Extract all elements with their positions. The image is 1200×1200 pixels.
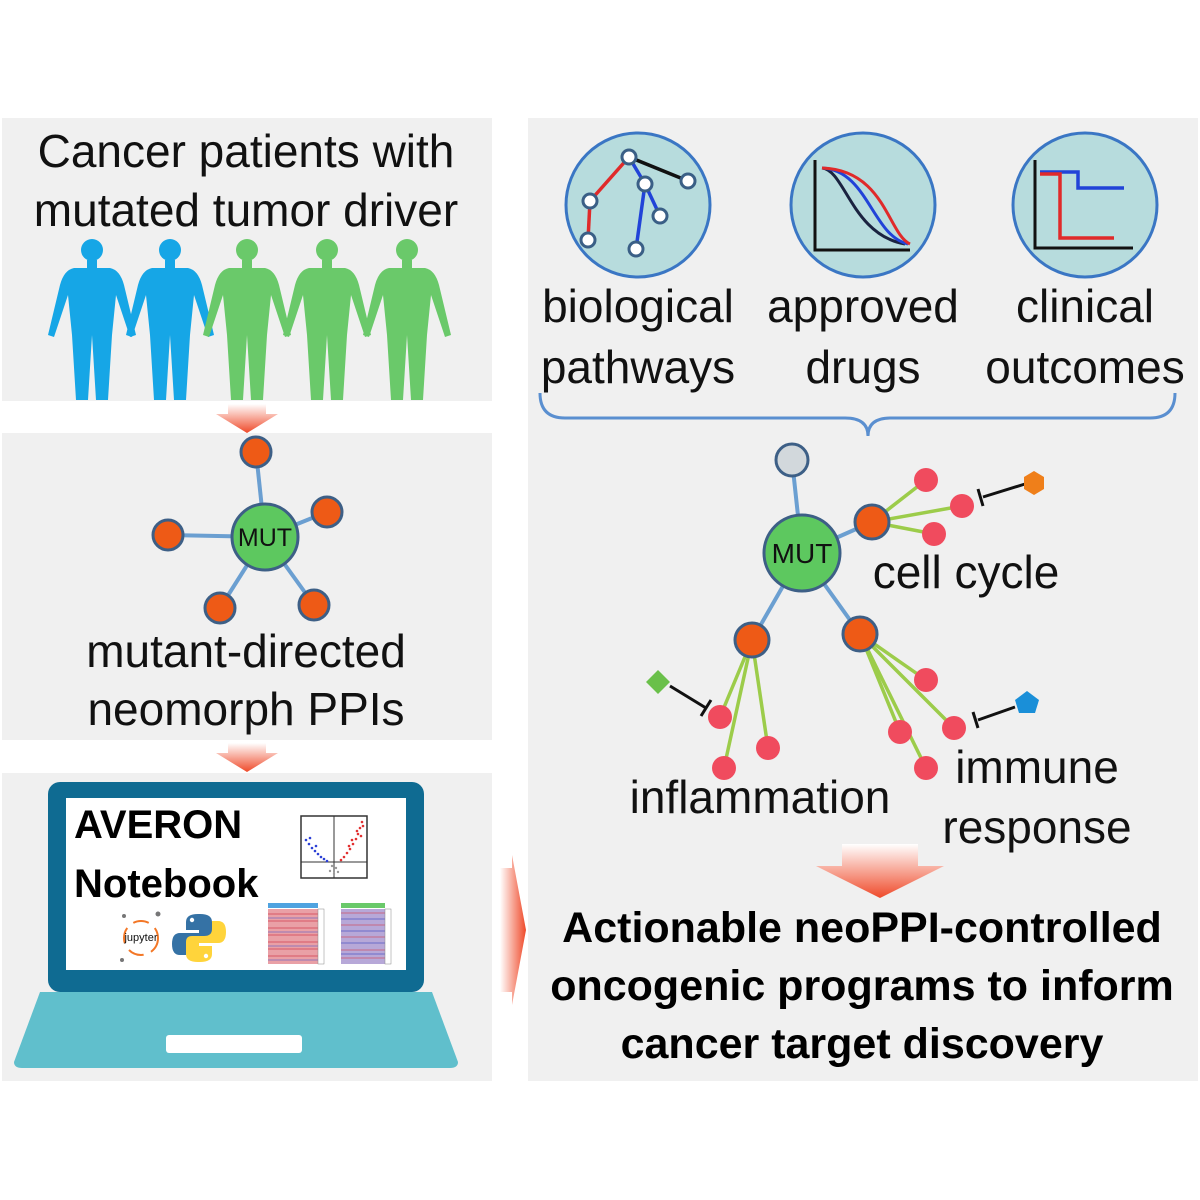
mut-hub-node <box>762 513 842 593</box>
arrow-right <box>500 855 526 1005</box>
partner-node-immune <box>841 615 879 653</box>
volcano-plot-thumbnail <box>300 815 368 879</box>
program-inflammation: inflammation <box>630 771 891 823</box>
panel-ppi <box>2 433 492 740</box>
drug-pentagon <box>1015 691 1039 713</box>
pathways-icon <box>564 131 712 279</box>
laptop-base <box>14 992 458 1068</box>
ppi-partner-node <box>239 435 273 469</box>
curly-brace <box>538 392 1177 437</box>
category-pathways-line2: pathways <box>541 341 735 393</box>
mut-hub-label: MUT <box>772 538 833 569</box>
drugs-dose-response-icon <box>789 131 937 279</box>
ppi-partner-node <box>297 588 331 622</box>
arrow-down-conclusion <box>816 844 944 898</box>
drug-hexagon <box>1024 471 1044 495</box>
mut-hub-label: MUT <box>238 524 292 552</box>
target-node <box>756 736 780 760</box>
patients-title-line2: mutated tumor driver <box>34 184 458 236</box>
notebook-title-line2: Notebook <box>74 862 259 906</box>
program-immune-line2: response <box>942 801 1131 853</box>
ppi-caption-line2: neomorph PPIs <box>87 683 404 735</box>
target-node <box>942 716 966 740</box>
heatmap-thumbnail <box>268 903 325 965</box>
patients-title-line1: Cancer patients with <box>38 125 455 177</box>
category-drugs-line2: drugs <box>805 341 920 393</box>
program-network: MUT <box>646 442 1044 780</box>
target-node <box>888 720 912 744</box>
program-cell-cycle: cell cycle <box>873 546 1060 598</box>
ppi-network: MUT <box>151 435 344 625</box>
partner-node-cell-cycle <box>853 503 891 541</box>
program-immune-line1: immune <box>955 741 1119 793</box>
partner-node-inflammation <box>733 621 771 659</box>
arrow-down-2 <box>216 743 278 772</box>
ppi-partner-node <box>310 495 344 529</box>
target-node <box>914 756 938 780</box>
target-node <box>914 468 938 492</box>
conclusion-line3: cancer target discovery <box>621 1020 1104 1068</box>
drug-diamond <box>646 670 670 694</box>
target-node <box>708 705 732 729</box>
heatmap-thumbnail <box>341 903 392 965</box>
mut-hub-node <box>230 502 300 572</box>
target-node <box>922 522 946 546</box>
conclusion-line1: Actionable neoPPI-controlled <box>562 904 1162 952</box>
target-node <box>950 494 974 518</box>
target-node <box>914 668 938 692</box>
target-node <box>712 756 736 780</box>
jupyter-label: jupyter <box>123 932 157 944</box>
category-drugs-line1: approved <box>767 280 959 332</box>
laptop-touchpad <box>166 1035 302 1053</box>
category-clinical-line1: clinical <box>1016 280 1154 332</box>
ppi-caption-line1: mutant-directed <box>86 625 406 677</box>
clinical-survival-icon <box>1011 131 1159 279</box>
category-pathways-line1: biological <box>542 280 734 332</box>
partner-node-gray <box>774 442 810 478</box>
python-logo <box>170 906 228 966</box>
category-clinical-line2: outcomes <box>985 341 1184 393</box>
jupyter-logo: jupyter <box>113 910 169 966</box>
ppi-partner-node <box>151 518 185 552</box>
notebook-title-line1: AVERON <box>74 803 242 847</box>
ppi-partner-node <box>203 591 237 625</box>
arrow-down-1 <box>216 404 278 433</box>
conclusion-line2: oncogenic programs to inform <box>550 962 1174 1010</box>
